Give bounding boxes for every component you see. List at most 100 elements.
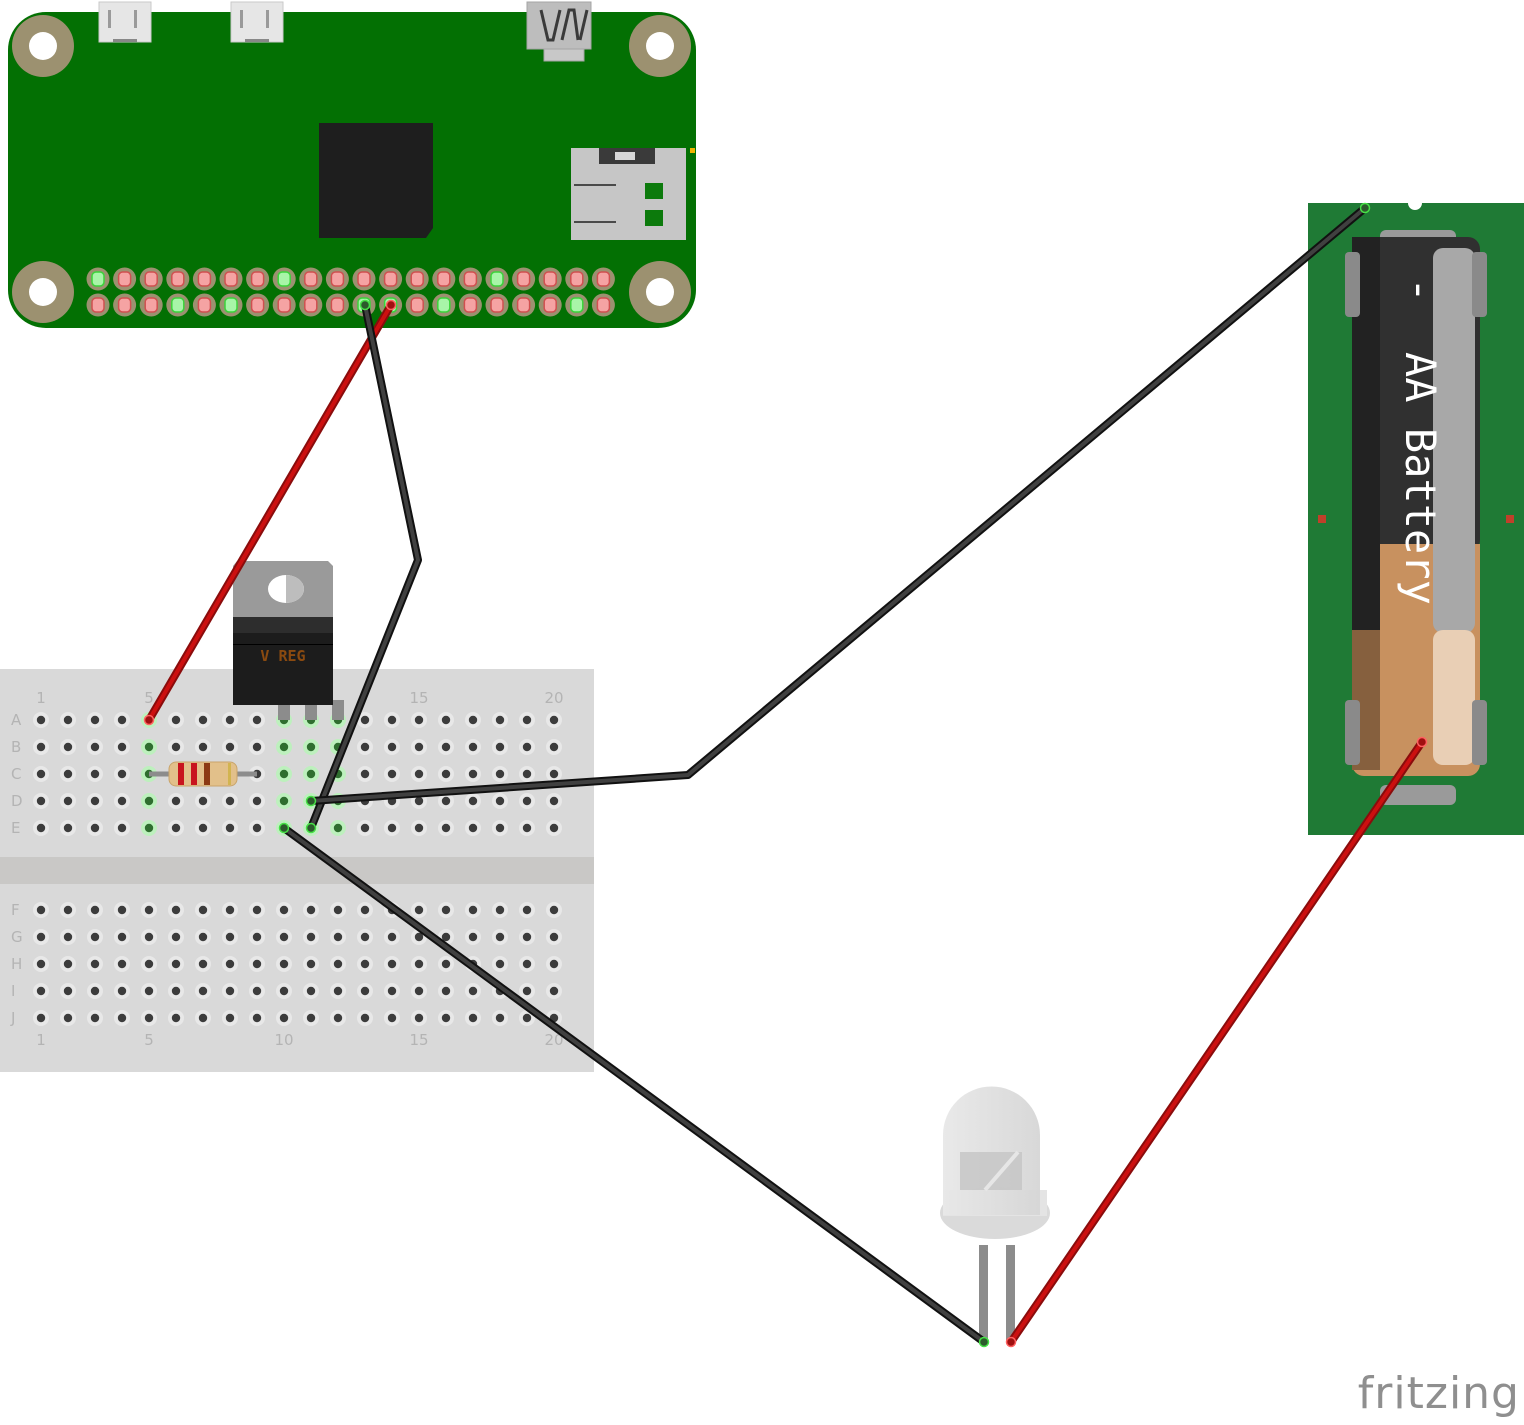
breadboard-hole <box>549 715 559 725</box>
gpio-pin <box>304 271 318 287</box>
breadboard-hole <box>468 742 478 752</box>
column-label-top-15: 15 <box>409 689 428 707</box>
breadboard-holes <box>33 712 562 1026</box>
breadboard-hole <box>414 796 424 806</box>
breadboard-hole <box>198 715 208 725</box>
gpio-pin-connected <box>570 297 584 313</box>
row-label-G: G <box>11 928 23 946</box>
breadboard-hole <box>144 1013 154 1023</box>
breadboard-hole <box>522 796 532 806</box>
breadboard-hole <box>36 932 46 942</box>
gpio-pin <box>197 297 212 313</box>
breadboard-hole <box>252 796 262 806</box>
breadboard[interactable]: ABCDEFGHIJ1155101015152020 <box>0 669 594 1072</box>
gpio-pin <box>516 271 531 287</box>
raspberry-pi-zero[interactable] <box>8 1 696 328</box>
breadboard-hole <box>63 769 73 779</box>
gpio-pin <box>543 297 557 313</box>
column-label-bottom-15: 15 <box>409 1031 428 1049</box>
row-label-I: I <box>11 982 15 1000</box>
breadboard-hole <box>144 932 154 942</box>
breadboard-hole <box>441 959 451 969</box>
breadboard-hole <box>306 986 316 996</box>
breadboard-hole <box>387 932 397 942</box>
breadboard-hole <box>90 1013 100 1023</box>
breadboard-hole <box>171 742 181 752</box>
breadboard-hole <box>522 959 532 969</box>
breadboard-hole <box>441 823 451 833</box>
breadboard-hole <box>468 932 478 942</box>
micro-usb-connector-2 <box>230 1 284 43</box>
breadboard-hole <box>36 715 46 725</box>
regulator-body-band <box>233 617 333 633</box>
regulator-pin <box>332 700 344 720</box>
breadboard-hole <box>36 1013 46 1023</box>
breadboard-hole <box>90 905 100 915</box>
column-label-bottom-20: 20 <box>544 1031 563 1049</box>
column-label-bottom-10: 10 <box>274 1031 293 1049</box>
fritzing-watermark: fritzing <box>1357 1368 1520 1419</box>
breadboard-hole <box>414 986 424 996</box>
row-label-E: E <box>11 819 20 837</box>
breadboard-hole <box>252 742 262 752</box>
gpio-pin-connected <box>437 297 451 313</box>
breadboard-hole <box>522 715 532 725</box>
row-label-D: D <box>11 792 23 810</box>
breadboard-hole <box>279 1013 289 1023</box>
column-label-top-1: 1 <box>36 689 46 707</box>
breadboard-hole <box>495 769 505 779</box>
gpio-pin <box>250 271 265 287</box>
breadboard-hole <box>468 986 478 996</box>
breadboard-hole <box>279 986 289 996</box>
breadboard-hole <box>225 715 235 725</box>
breadboard-hole <box>387 769 397 779</box>
breadboard-hole <box>144 905 154 915</box>
gpio-pin <box>171 271 185 287</box>
wire-end <box>359 299 371 311</box>
breadboard-hole <box>495 742 505 752</box>
breadboard-hole-connected <box>279 796 289 806</box>
breadboard-hole <box>414 769 424 779</box>
breadboard-hole <box>468 796 478 806</box>
led-cathode-leg <box>979 1245 988 1342</box>
gpio-pin <box>596 297 611 313</box>
breadboard-hole <box>495 715 505 725</box>
row-label-C: C <box>11 765 21 783</box>
breadboard-hole <box>414 715 424 725</box>
breadboard-hole <box>387 715 397 725</box>
battery-clip-bl <box>1345 700 1360 765</box>
breadboard-hole <box>36 796 46 806</box>
breadboard-hole <box>36 742 46 752</box>
mount-hole-br <box>629 261 691 323</box>
led[interactable] <box>940 1086 1050 1343</box>
breadboard-hole <box>252 1013 262 1023</box>
breadboard-hole <box>198 959 208 969</box>
gpio-pin <box>463 271 478 287</box>
gpio-pin <box>91 297 105 313</box>
resistor[interactable] <box>149 761 257 787</box>
breadboard-hole <box>171 1013 181 1023</box>
breadboard-hole-connected <box>279 769 289 779</box>
soc-chip <box>319 123 433 238</box>
breadboard-hole <box>90 959 100 969</box>
breadboard-hole <box>549 796 559 806</box>
breadboard-hole-connected <box>279 742 289 752</box>
breadboard-hole <box>171 959 181 969</box>
breadboard-hole <box>63 905 73 915</box>
aa-battery-holder[interactable]: - AA Battery <box>1308 196 1524 835</box>
breadboard-hole <box>171 932 181 942</box>
breadboard-hole <box>279 932 289 942</box>
breadboard-hole <box>387 742 397 752</box>
voltage-regulator[interactable]: V REG <box>233 561 344 720</box>
breadboard-hole <box>198 742 208 752</box>
breadboard-hole <box>549 823 559 833</box>
breadboard-hole <box>117 986 127 996</box>
gpio-pin-connected <box>490 271 504 287</box>
gpio-pin <box>117 297 132 313</box>
row-label-A: A <box>11 711 22 729</box>
breadboard-hole <box>252 959 262 969</box>
breadboard-hole <box>117 932 127 942</box>
breadboard-hole <box>171 823 181 833</box>
gpio-pin <box>437 271 451 287</box>
